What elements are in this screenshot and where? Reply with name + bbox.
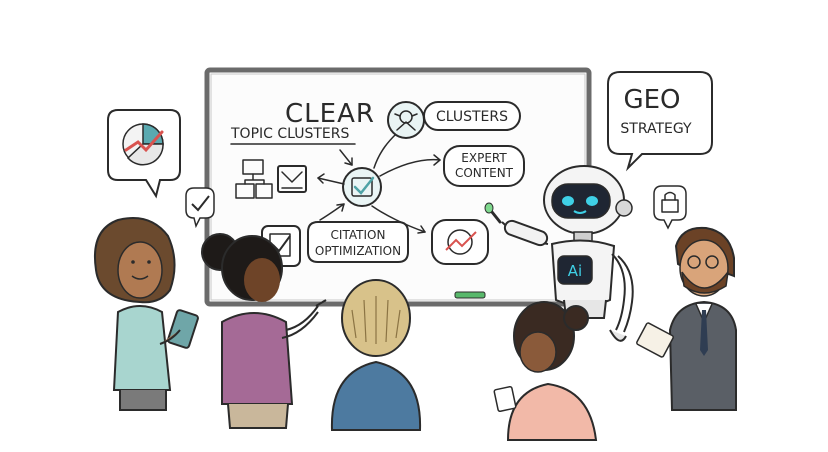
book	[636, 322, 674, 358]
central-check-icon	[342, 167, 382, 207]
robot-chest-panel	[557, 255, 593, 285]
geo-strategy-speech-bubble: GEO STRATEGY	[607, 71, 713, 172]
robot-eye-right	[586, 196, 598, 206]
strategy-label: STRATEGY	[620, 121, 692, 137]
citation-label-line1: CITATION	[331, 228, 386, 242]
connector-arrows	[317, 133, 441, 234]
citation-label-line2: OPTIMIZATION	[315, 244, 401, 258]
woman-pointing	[201, 233, 327, 429]
clusters-label: CLUSTERS	[436, 109, 508, 125]
board-subtitle: TOPIC CLUSTERS	[230, 126, 350, 142]
robot-eye-left	[562, 196, 574, 206]
check-speech-bubble	[185, 187, 215, 229]
robot-visor	[551, 183, 611, 219]
person-back-view	[330, 279, 422, 431]
citation-optimization-bubble: CITATION OPTIMIZATION	[307, 221, 409, 263]
board-title: CLEAR	[285, 99, 375, 129]
expert-label-line1: EXPERT	[461, 151, 507, 165]
email-document-icon	[277, 165, 307, 193]
clusters-node-icon	[387, 101, 425, 139]
expert-label-line2: CONTENT	[455, 166, 514, 180]
geo-label: GEO	[623, 85, 680, 115]
notebook	[493, 385, 517, 413]
man-with-book	[636, 226, 737, 411]
marker-tray	[454, 291, 486, 299]
pie-chart-speech-bubble	[107, 109, 181, 199]
tablet-device	[167, 309, 199, 349]
robot-presenter: Ai	[484, 165, 634, 342]
clusters-bubble: CLUSTERS	[423, 101, 521, 131]
robot-chest-label: Ai	[568, 262, 582, 280]
lock-speech-bubble	[653, 185, 687, 230]
analytics-chart-icon	[431, 219, 489, 265]
pie-chart-icon	[122, 123, 164, 166]
woman-with-tablet	[94, 217, 199, 411]
woman-with-notebook	[493, 301, 598, 441]
org-chart-icon	[235, 159, 273, 199]
expert-content-bubble: EXPERT CONTENT	[443, 145, 525, 187]
